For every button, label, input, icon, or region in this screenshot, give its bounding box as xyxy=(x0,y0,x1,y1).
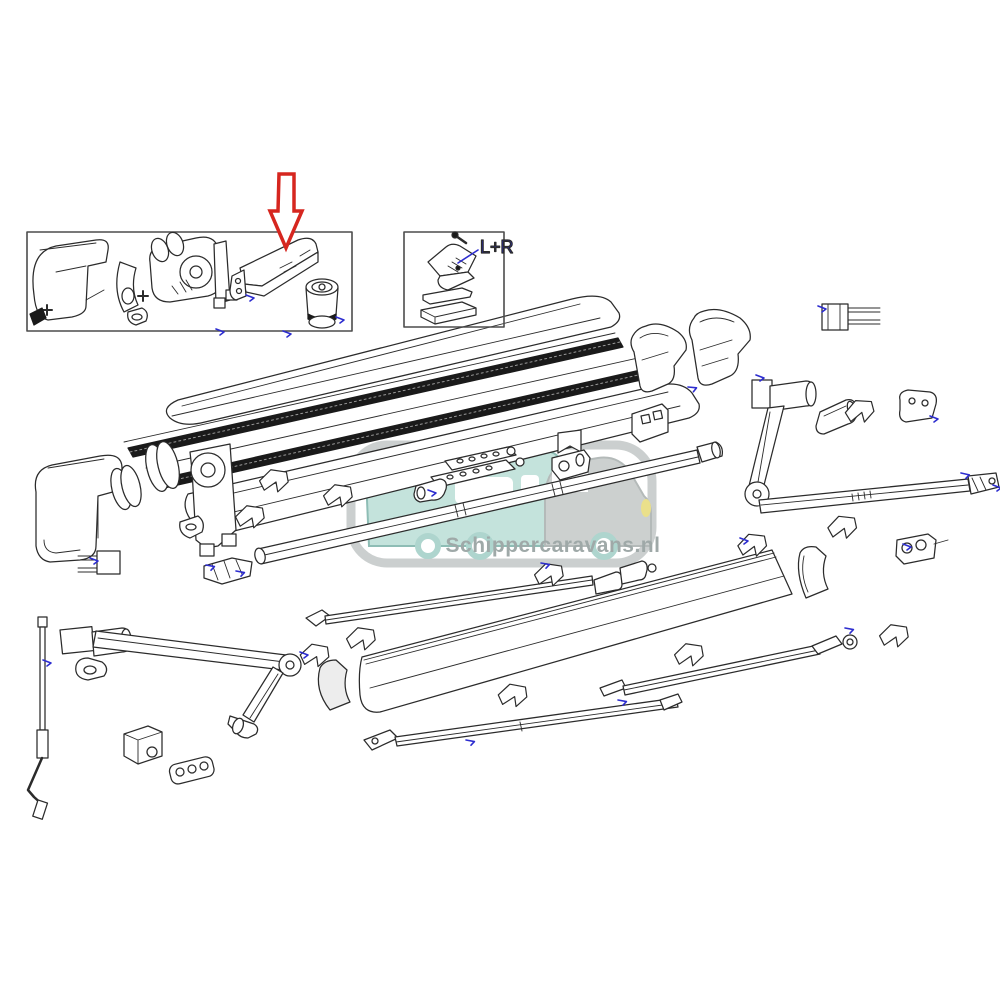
mounting-clips xyxy=(123,396,949,785)
rafter-rod-lower-right xyxy=(622,634,858,696)
left-end-assembly xyxy=(34,440,237,575)
bracket-with-holes-right xyxy=(899,389,937,423)
mounting-rail-segments xyxy=(413,429,591,503)
spacer-strip-parts xyxy=(420,287,477,325)
rafter-rod-upper xyxy=(305,560,657,627)
crank-rod xyxy=(26,616,49,820)
end-cap-part xyxy=(29,239,109,326)
roller-adapter-part xyxy=(305,278,339,329)
wall-prong-bracket xyxy=(821,303,881,331)
spring-insert xyxy=(203,557,253,585)
support-arm-left xyxy=(59,626,302,739)
gear-motor-part xyxy=(149,231,238,309)
wall-bracket-lr-part xyxy=(427,231,477,291)
receiver-box-part xyxy=(229,237,319,301)
car-headlight xyxy=(641,499,651,517)
caravan-wheel xyxy=(415,533,441,559)
inset-box-right: L+R xyxy=(403,231,514,328)
rafter-rod-lower-left xyxy=(363,679,683,751)
car-wheel xyxy=(590,532,618,560)
seal-strips xyxy=(123,332,651,490)
roller-tube xyxy=(254,441,723,565)
lead-rail xyxy=(317,546,829,713)
lr-leader-line xyxy=(457,249,479,264)
support-arm-right xyxy=(744,379,1000,514)
watermark-text: Schippercaravans.nl xyxy=(446,534,661,557)
right-end-cap-shells xyxy=(630,308,751,393)
lr-label: L+R xyxy=(480,237,514,257)
curved-bracket-part xyxy=(116,261,149,326)
inset-box-left xyxy=(26,231,353,332)
highlight-arrow-icon xyxy=(267,172,305,253)
cover-top-profile xyxy=(165,295,621,425)
caravan-wheel-2 xyxy=(466,532,494,560)
